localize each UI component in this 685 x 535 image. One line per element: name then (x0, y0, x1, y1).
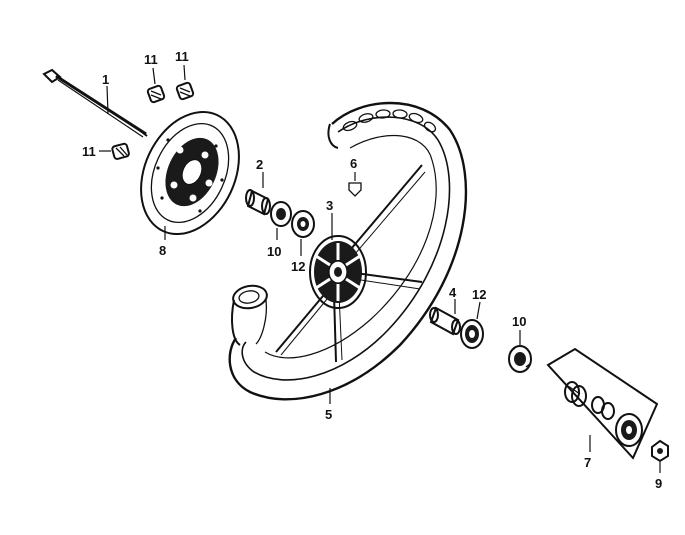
leader-disc-bolt-a (152, 67, 156, 85)
oil-seal-right (508, 345, 532, 373)
bearing-left (291, 210, 315, 238)
callout-collar: 2 (256, 157, 263, 172)
speedometer-gear (546, 347, 659, 460)
hub (309, 235, 367, 309)
callout-speedometer-gear: 7 (584, 455, 591, 470)
callout-spacer: 4 (449, 285, 457, 300)
callout-axle: 1 (102, 72, 109, 87)
disc-bolt-b (175, 81, 195, 101)
leader-disc-bolt-b (183, 64, 186, 81)
brake-disc (140, 110, 240, 236)
bearing-right (460, 319, 484, 349)
callout-hub: 3 (326, 198, 333, 213)
disc-bolt-a (146, 84, 166, 104)
collar (245, 189, 271, 216)
callout-disc-bolt-c: 11 (82, 144, 96, 159)
axle (42, 68, 148, 138)
leader-bearing-right (476, 301, 481, 320)
callout-oil-seal-right: 10 (512, 314, 526, 329)
tread-pattern (342, 109, 437, 133)
spacer (429, 306, 461, 336)
callout-bearing-right: 12 (472, 287, 486, 302)
callout-brake-disc: 8 (159, 243, 166, 258)
callout-disc-bolt-b: 11 (175, 49, 189, 64)
oil-seal-left (270, 201, 292, 227)
leader-axle (106, 85, 109, 115)
callout-disc-bolt-a: 11 (144, 52, 158, 67)
callout-tire: 5 (325, 407, 332, 422)
callout-valve: 6 (350, 156, 357, 171)
callout-oil-seal-left: 10 (267, 244, 281, 259)
axle-nut (651, 439, 669, 463)
wheel-tire (228, 101, 468, 401)
disc-bolt-c (111, 142, 130, 160)
callout-bearing-left: 12 (291, 259, 305, 274)
callout-axle-nut: 9 (655, 476, 662, 491)
valve (348, 182, 362, 197)
